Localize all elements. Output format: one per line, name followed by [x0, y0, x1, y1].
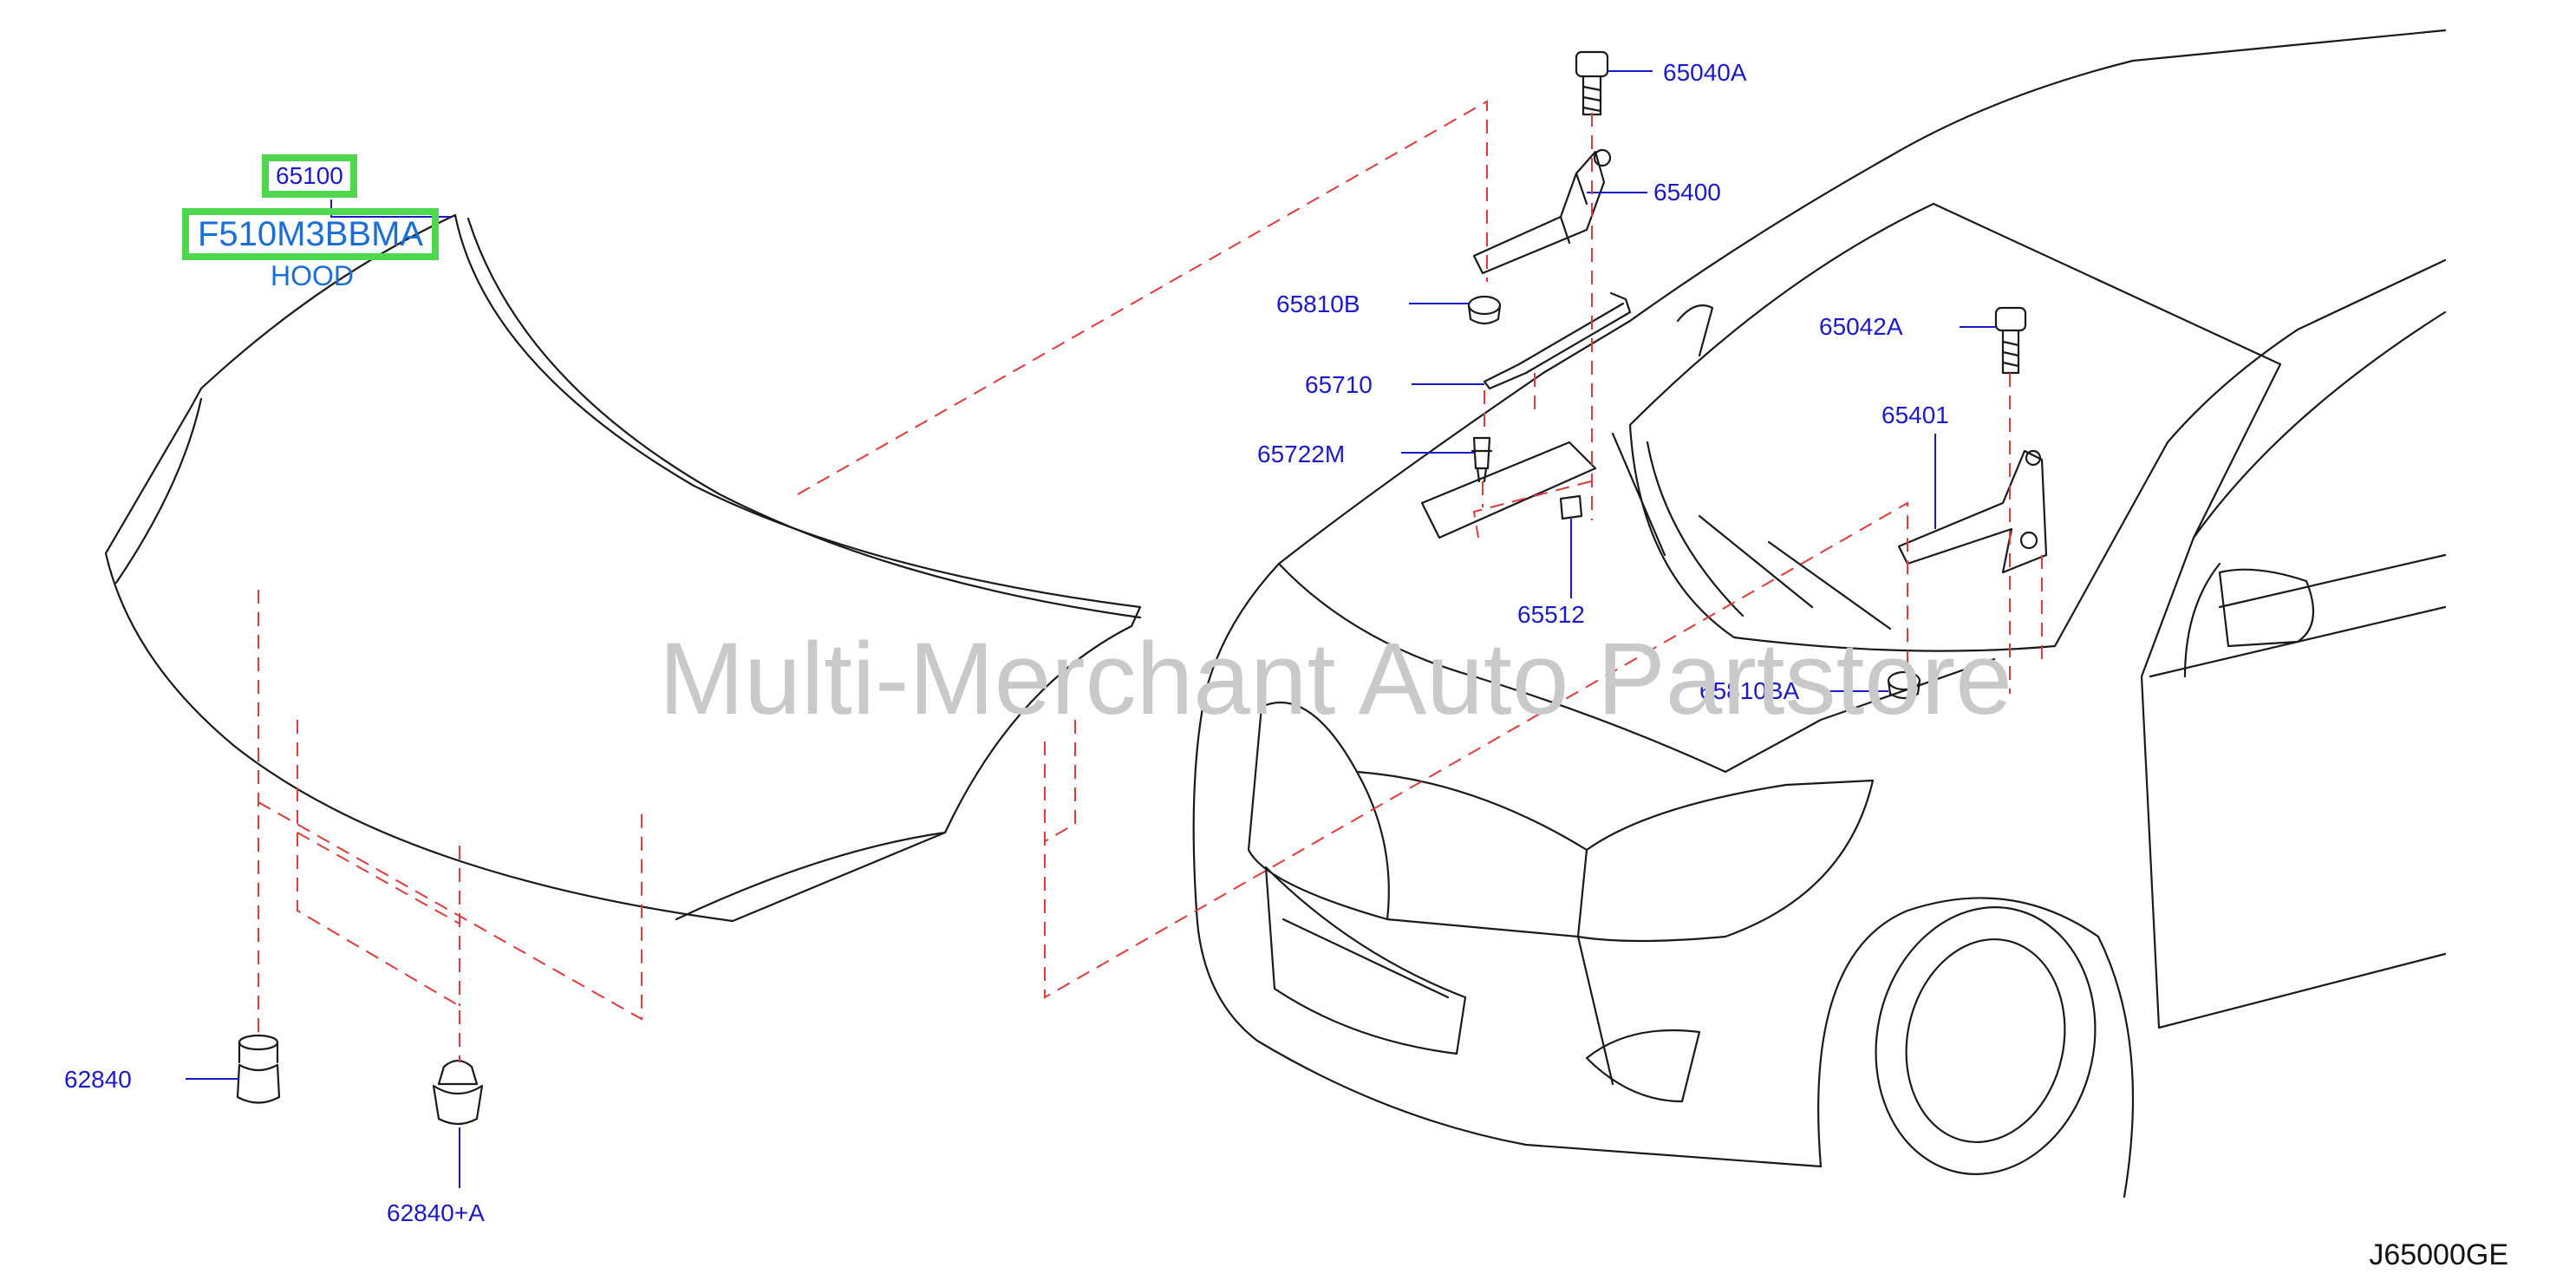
part-label-65722m[interactable]: 65722M: [1257, 441, 1346, 467]
nut-65810BA: [1887, 670, 1921, 700]
part-label-65512[interactable]: 65512: [1517, 601, 1585, 628]
bumper-62840: [236, 1034, 281, 1104]
car-body: [1192, 29, 2447, 1199]
hinge-bracket-65400: [1472, 148, 1612, 275]
part-label-f510m3bbma[interactable]: F510M3BBMA: [182, 208, 440, 260]
nut-65810B: [1467, 295, 1502, 325]
hood-caption: HOOD: [271, 260, 354, 291]
hinge-bolt-65040A: [1575, 50, 1609, 116]
diagram-code: J65000GE: [2369, 1238, 2508, 1271]
part-label-65710[interactable]: 65710: [1305, 371, 1373, 398]
part-label-65810b[interactable]: 65810B: [1276, 291, 1360, 317]
hinge-bracket-65401: [1897, 449, 2048, 574]
assembly-guide-lines: [258, 100, 2043, 1062]
leader-lines: [186, 70, 1996, 1188]
part-label-65400[interactable]: 65400: [1653, 179, 1721, 206]
part-label-65401[interactable]: 65401: [1881, 402, 1949, 428]
clip-65722M: [1471, 436, 1493, 483]
grommet-65512: [1559, 494, 1583, 520]
hinge-bolt-65042A: [1994, 306, 2027, 375]
bumper-62840A: [432, 1059, 484, 1126]
hood-panel: [104, 213, 1142, 923]
rod-65710: [1483, 291, 1632, 390]
part-label-65100[interactable]: 65100: [262, 154, 357, 198]
part-label-65040a[interactable]: 65040A: [1663, 59, 1747, 86]
part-label-65810ba[interactable]: 65810BA: [1699, 677, 1800, 704]
part-label-62840[interactable]: 62840: [64, 1066, 132, 1093]
part-label-62840a[interactable]: 62840+A: [387, 1199, 485, 1226]
part-label-65042a[interactable]: 65042A: [1819, 313, 1903, 340]
